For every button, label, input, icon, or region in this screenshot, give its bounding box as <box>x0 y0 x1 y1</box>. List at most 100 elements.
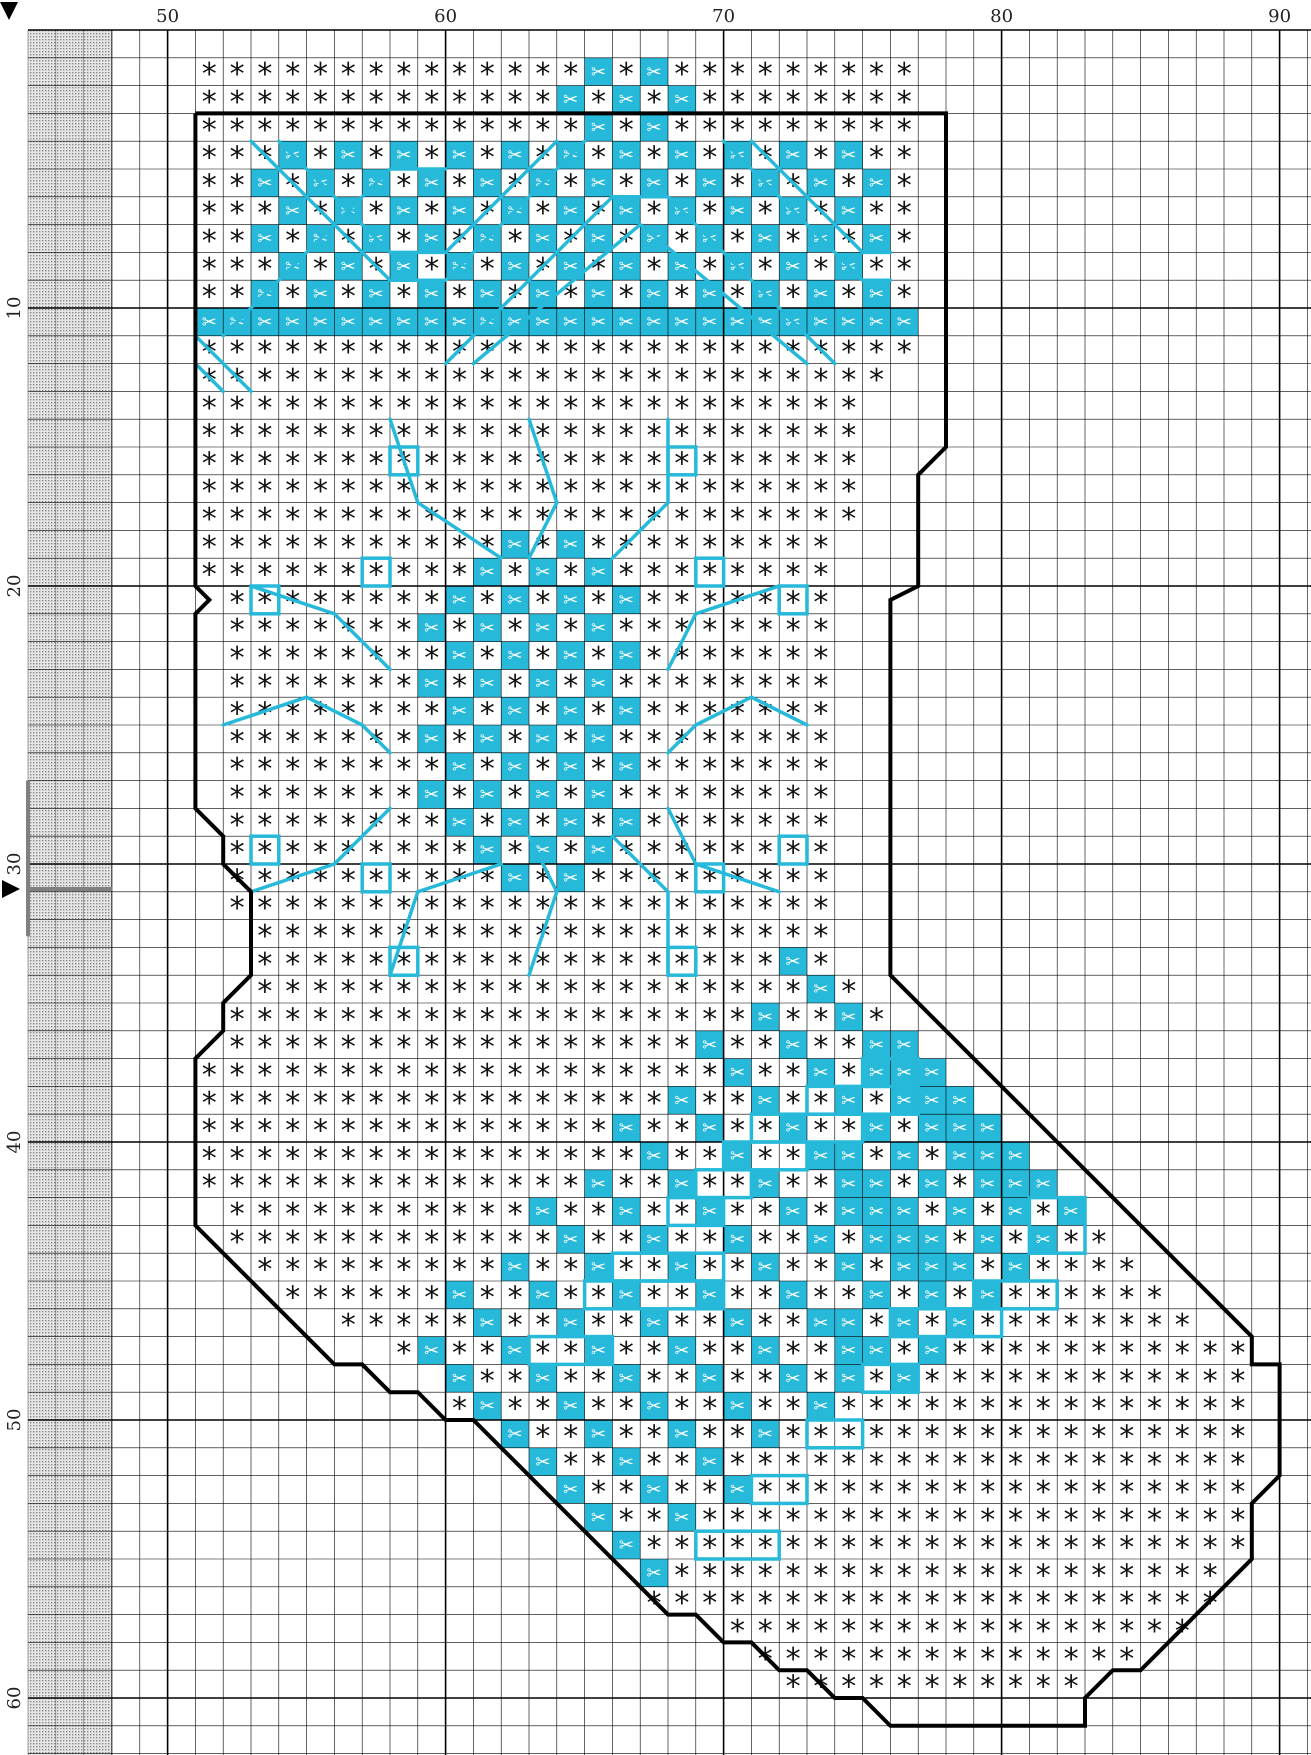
scissors-icon: ✂ <box>563 312 578 333</box>
ruler-shading <box>28 30 112 1755</box>
star-stitch: * <box>257 1253 272 1288</box>
scissors-icon: ✂ <box>508 256 523 277</box>
scissors-icon: ✂ <box>980 1285 995 1306</box>
scissors-icon: ✂ <box>647 62 662 83</box>
scissors-icon: ✂ <box>869 1063 884 1084</box>
scissors-icon: ✂ <box>841 1341 856 1362</box>
scissors-icon: ✂ <box>480 729 495 750</box>
scissors-icon: ✂ <box>813 312 828 333</box>
scissors-icon: ✂ <box>674 312 689 333</box>
scissors-icon: ✂ <box>341 312 356 333</box>
scissors-icon: ✂ <box>508 1257 523 1278</box>
scissors-icon: ✂ <box>591 1507 606 1528</box>
scissors-icon: ✂ <box>369 284 384 305</box>
scissors-icon: ✂ <box>508 812 523 833</box>
scissors-icon: ✂ <box>508 145 523 166</box>
row-numbers: 102030405060 <box>4 297 25 1710</box>
scissors-icon: ✂ <box>563 701 578 722</box>
row-number-label: 20 <box>4 575 25 598</box>
row-number-label: 30 <box>4 853 25 876</box>
scissors-icon: ✂ <box>508 646 523 667</box>
scissors-icon: ✂ <box>925 1063 940 1084</box>
scissors-icon: ✂ <box>619 1285 634 1306</box>
scissors-icon: ✂ <box>452 145 467 166</box>
scissors-icon: ✂ <box>619 812 634 833</box>
star-stitch: * <box>1091 1642 1106 1677</box>
scissors-icon: ✂ <box>341 145 356 166</box>
scissors-icon: ✂ <box>841 1090 856 1111</box>
scissors-icon: ✂ <box>313 284 328 305</box>
scissors-icon: ✂ <box>841 201 856 222</box>
scissors-icon: ✂ <box>841 1007 856 1028</box>
star-stitch: * <box>1147 1614 1162 1649</box>
scissors-icon: ✂ <box>702 312 717 333</box>
star-stitch: * <box>1036 1670 1051 1705</box>
scissors-icon: ✂ <box>535 673 550 694</box>
scissors-icon: ✂ <box>619 201 634 222</box>
row-number-label: 50 <box>4 1409 25 1432</box>
scissors-icon: ✂ <box>563 534 578 555</box>
scissors-icon: ✂ <box>424 229 439 250</box>
scissors-icon: ✂ <box>424 284 439 305</box>
scissors-icon: ✂ <box>897 1368 912 1389</box>
column-number-label: 90 <box>1268 6 1291 27</box>
scissors-icon: ✂ <box>591 785 606 806</box>
scissors-icon: ✂ <box>647 1146 662 1167</box>
scissors-icon: ✂ <box>647 1563 662 1584</box>
scissors-icon: ✂ <box>813 1313 828 1334</box>
scissors-icon: ✂ <box>591 1424 606 1445</box>
scissors-icon: ✂ <box>1036 1229 1051 1250</box>
star-stitch: * <box>897 1670 912 1705</box>
scissors-icon: ✂ <box>591 173 606 194</box>
star-stitch: * <box>230 891 245 926</box>
star-stitch: * <box>925 1670 940 1705</box>
scissors-icon: ✂ <box>396 201 411 222</box>
scissors-icon: ✂ <box>619 646 634 667</box>
scissors-icon: ✂ <box>535 1452 550 1473</box>
scissors-icon: ✂ <box>535 562 550 583</box>
scissors-icon: ✂ <box>786 1118 801 1139</box>
scissors-icon: ✂ <box>841 1174 856 1195</box>
scissors-icon: ✂ <box>480 785 495 806</box>
scissors-icon: ✂ <box>813 1396 828 1417</box>
scissors-icon: ✂ <box>202 312 217 333</box>
scissors-icon: ✂ <box>730 1480 745 1501</box>
star-stitch: * <box>313 1280 328 1315</box>
scissors-icon: ✂ <box>952 1090 967 1111</box>
scissors-icon: ✂ <box>591 562 606 583</box>
scissors-icon: ✂ <box>980 1229 995 1250</box>
scissors-icon: ✂ <box>647 117 662 138</box>
scissors-icon: ✂ <box>841 312 856 333</box>
scissors-icon: ✂ <box>758 1424 773 1445</box>
scissors-icon: ✂ <box>508 701 523 722</box>
scissors-icon: ✂ <box>591 284 606 305</box>
scissors-icon: ✂ <box>480 284 495 305</box>
scissors-icon: ✂ <box>897 1035 912 1056</box>
scissors-icon: ✂ <box>1036 1174 1051 1195</box>
scissors-icon: ✂ <box>647 1480 662 1501</box>
star-stitch: * <box>369 1308 384 1343</box>
scissors-icon: ✂ <box>813 1229 828 1250</box>
scissors-icon: ✂ <box>535 729 550 750</box>
scissors-icon: ✂ <box>480 618 495 639</box>
scissors-icon: ✂ <box>980 1174 995 1195</box>
scissors-icon: ✂ <box>1008 1146 1023 1167</box>
star-stitch: * <box>841 502 856 537</box>
star-stitch: * <box>230 1225 245 1260</box>
scissors-icon: ✂ <box>841 145 856 166</box>
scissors-icon: ✂ <box>563 90 578 111</box>
scissors-icon: ✂ <box>813 1063 828 1084</box>
scissors-icon: ✂ <box>758 1090 773 1111</box>
scissors-icon: ✂ <box>535 785 550 806</box>
scissors-icon: ✂ <box>396 145 411 166</box>
stitch-cells: **************✂*✂**********************✂… <box>195 57 1245 1704</box>
scissors-icon: ✂ <box>1008 1202 1023 1223</box>
scissors-icon: ✂ <box>563 868 578 889</box>
scissors-icon: ✂ <box>563 590 578 611</box>
scissors-icon: ✂ <box>285 312 300 333</box>
scissors-icon: ✂ <box>841 1146 856 1167</box>
scissors-icon: ✂ <box>758 229 773 250</box>
scissors-icon: ✂ <box>702 1202 717 1223</box>
star-stitch: * <box>202 558 217 593</box>
scissors-icon: ✂ <box>1064 1202 1079 1223</box>
